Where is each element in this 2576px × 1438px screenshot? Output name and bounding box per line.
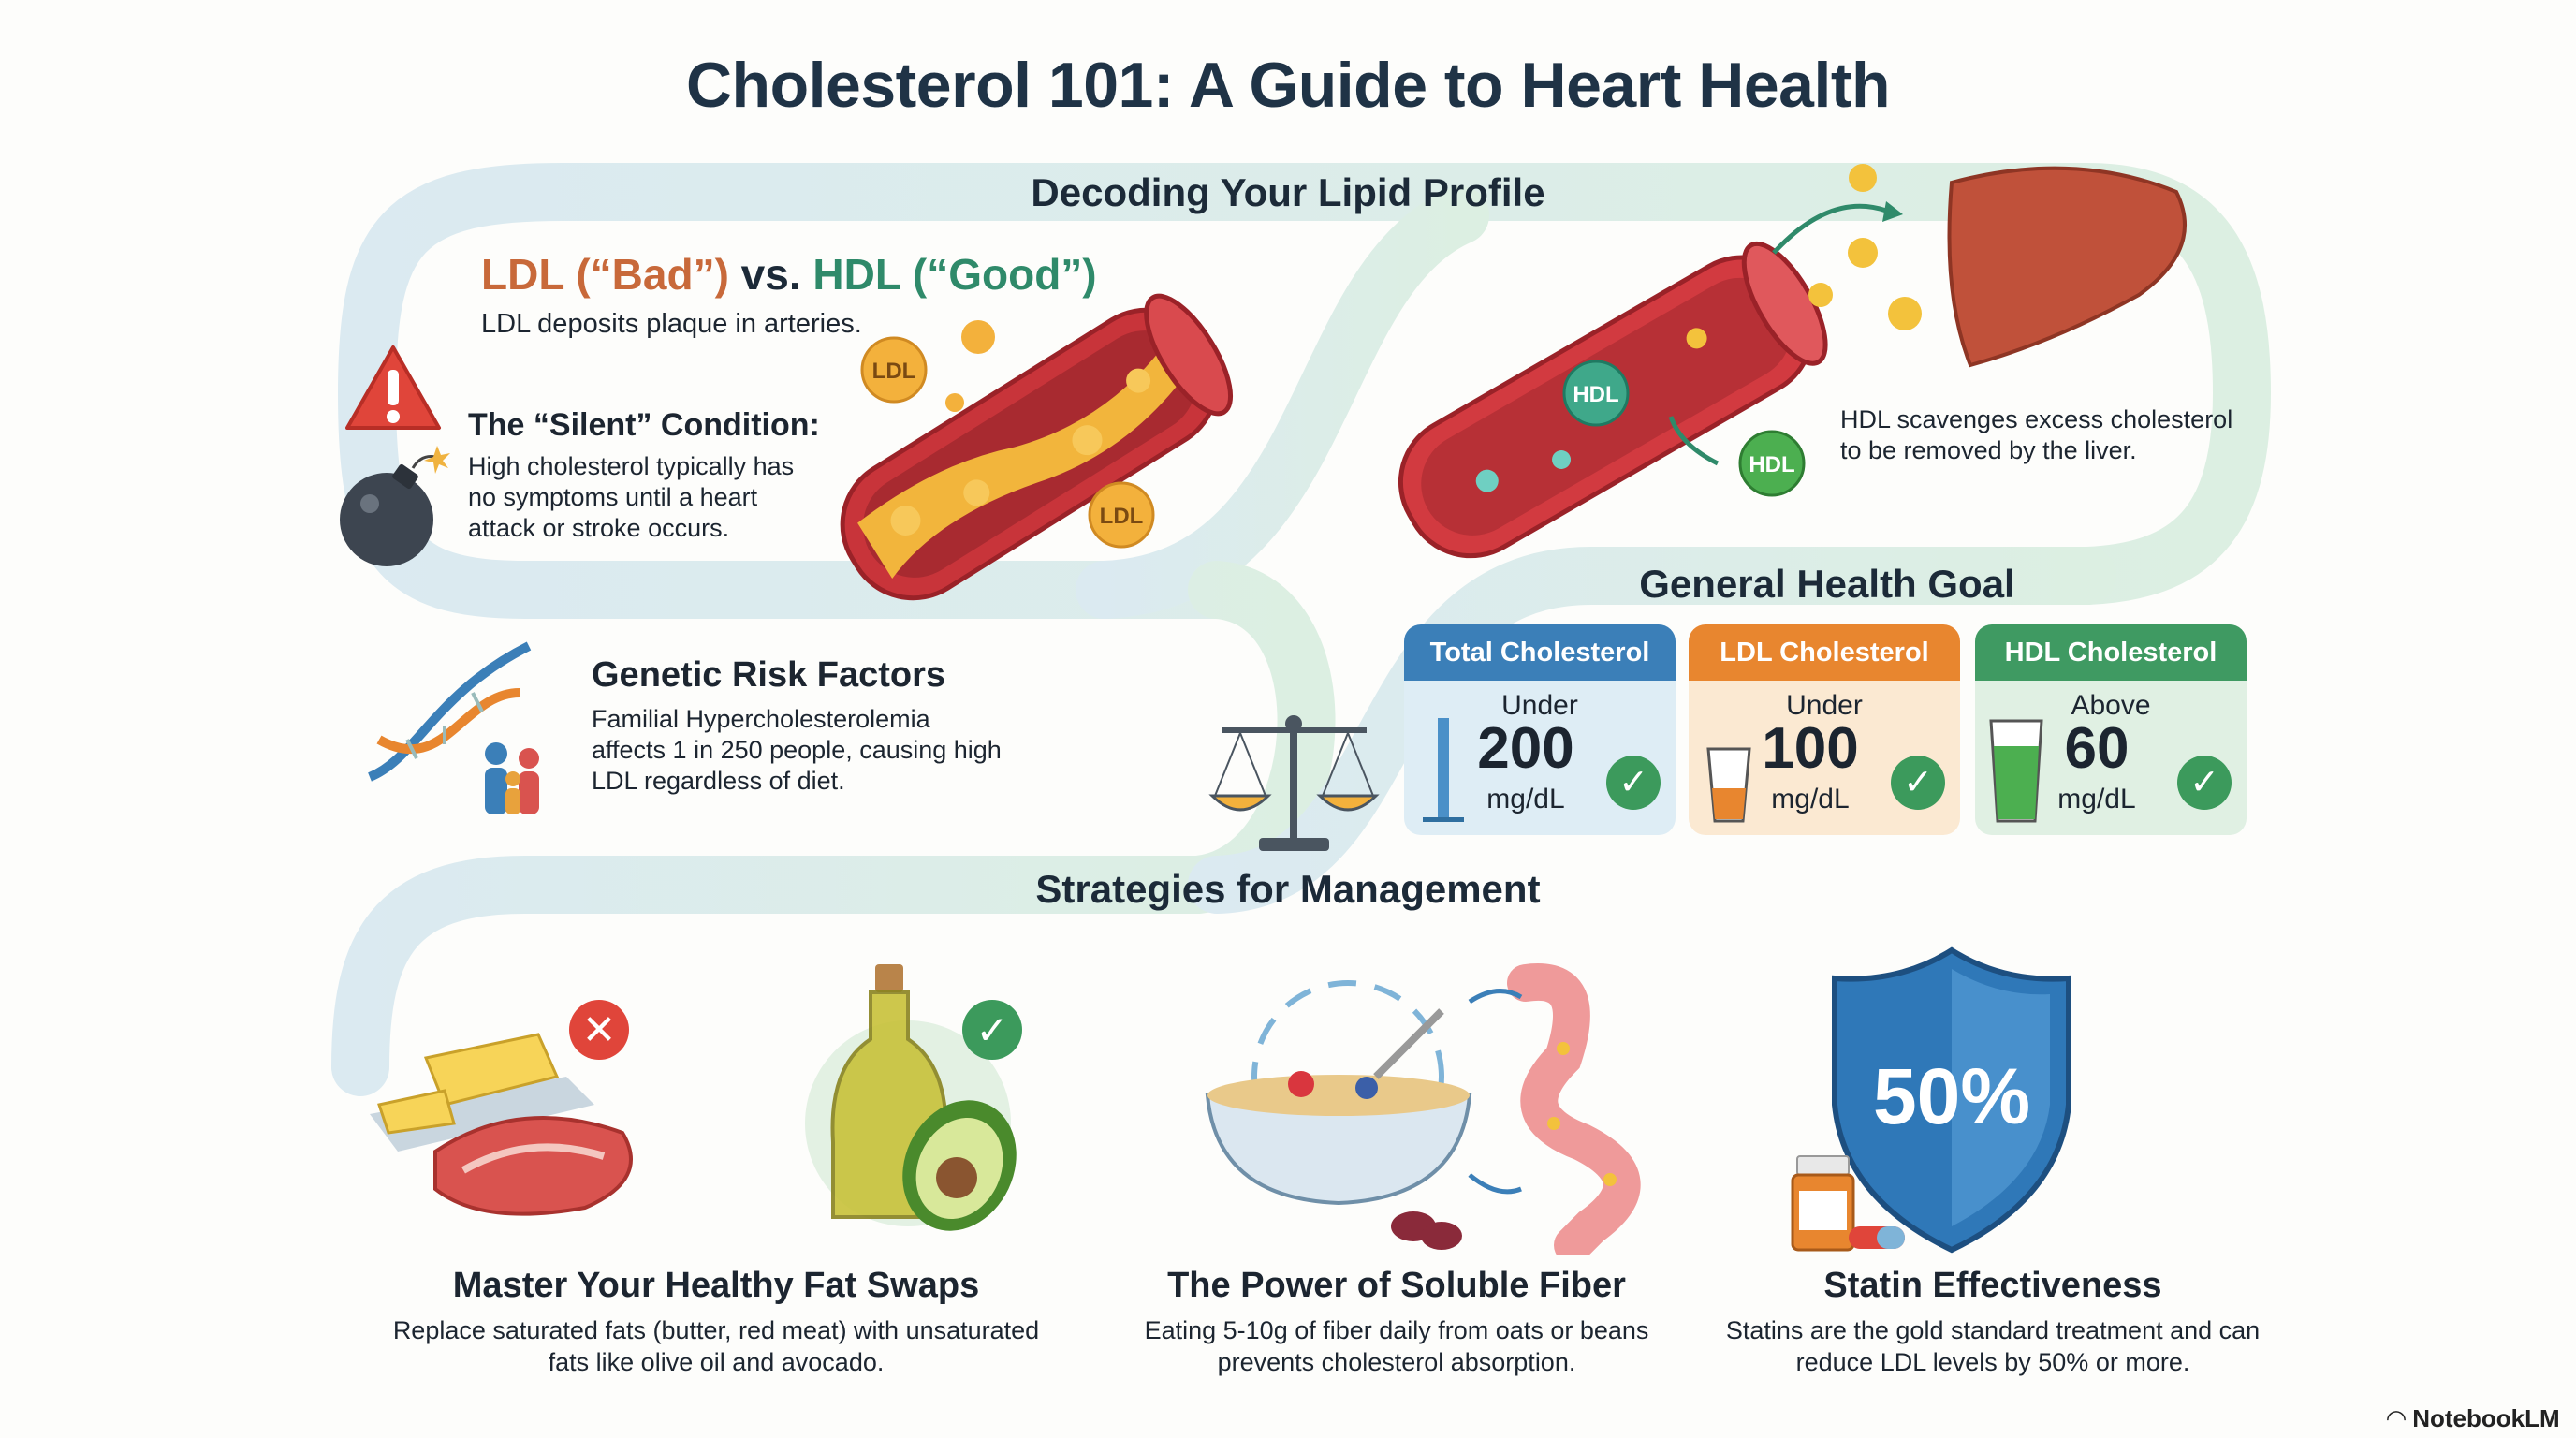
goal-value: 60 <box>2064 716 2130 781</box>
ldl-particle-label: LDL <box>872 359 916 384</box>
goal-card-hdl: HDL Cholesterol Above 60 mg/dL ✓ <box>1975 624 2247 835</box>
hdl-particle <box>1738 430 1806 497</box>
branding-text: NotebookLM <box>2412 1404 2560 1432</box>
pill-bottle-icon <box>1796 1155 1850 1176</box>
goal-qualifier: Under <box>1501 690 1578 721</box>
notebooklm-logo: ◠ NotebookLM <box>2387 1404 2560 1433</box>
vs-text: vs. <box>728 250 813 299</box>
goal-unit: mg/dL <box>1486 784 1565 814</box>
check-icon: ✓ <box>1891 756 1945 810</box>
goal-card-body: Under 200 mg/dL ✓ <box>1404 681 1676 835</box>
ldl-vs-hdl-heading: LDL (“Bad”) vs. HDL (“Good”) <box>481 249 1097 300</box>
section-title-health-goal: General Health Goal <box>1639 562 2015 606</box>
notebooklm-icon: ◠ <box>2387 1404 2413 1432</box>
hdl-artery-liver-illustration: HDL HDL <box>1398 164 2187 559</box>
liver-icon <box>1947 166 2187 368</box>
genetic-risk-heading: Genetic Risk Factors <box>592 655 946 695</box>
check-icon: ✓ <box>1606 756 1661 810</box>
bomb-icon <box>340 446 450 566</box>
goal-card-body: Under 100 mg/dL ✓ <box>1689 681 1960 835</box>
goal-unit: mg/dL <box>1771 784 1850 814</box>
glass-full-icon <box>1989 719 2043 823</box>
goal-value: 100 <box>1762 716 1859 781</box>
goal-card-header: Total Cholesterol <box>1404 624 1676 681</box>
check-icon: ✓ <box>2177 756 2232 810</box>
goal-value: 200 <box>1477 716 1574 781</box>
section-title-lipid-profile: Decoding Your Lipid Profile <box>1031 170 1545 214</box>
dna-family-icon <box>367 641 539 814</box>
goal-unit: mg/dL <box>2057 784 2136 814</box>
strategy-text-fiber: Eating 5-10g of fiber daily from oats or… <box>1144 1316 1649 1376</box>
butter-meat-icon: ✕ <box>370 1000 633 1216</box>
ldl-particle-label: LDL <box>1100 504 1144 529</box>
ldl-particle <box>860 336 928 404</box>
ldl-heading: LDL (“Bad”) <box>481 250 729 299</box>
goal-card-body: Above 60 mg/dL ✓ <box>1975 681 2247 835</box>
goal-card-total: Total Cholesterol Under 200 mg/dL ✓ <box>1404 624 1676 835</box>
silent-condition-text: High cholesterol typically has no sympto… <box>468 452 795 542</box>
svg-text:✓: ✓ <box>975 1007 1008 1053</box>
balance-scale-icon <box>1208 715 1380 851</box>
x-icon <box>569 1000 629 1060</box>
hdl-description: HDL scavenges excess cholesterol to be r… <box>1840 405 2233 464</box>
strategy-text-fat-swaps: Replace saturated fats (butter, red meat… <box>392 1316 1040 1376</box>
hdl-heading: HDL (“Good”) <box>812 250 1097 299</box>
glass-low-icon <box>1706 747 1751 823</box>
ldl-description: LDL deposits plaque in arteries. <box>481 309 862 339</box>
ldl-particle <box>1088 481 1155 549</box>
genetic-risk-text: Familial Hypercholesterolemia affects 1 … <box>592 705 1002 795</box>
page-title: Cholesterol 101: A Guide to Heart Health <box>685 50 1891 121</box>
svg-text:✕: ✕ <box>582 1006 617 1054</box>
artery-plaque-illustration: LDL LDL <box>840 293 1234 601</box>
silent-condition-heading: The “Silent” Condition: <box>468 407 820 443</box>
strategy-heading-fiber: The Power of Soluble Fiber <box>1167 1266 1626 1305</box>
goal-qualifier: Under <box>1786 690 1863 721</box>
thermometer-gauge-icon <box>1423 718 1464 822</box>
statin-badge: 50% <box>1873 1052 2030 1140</box>
goal-card-header: LDL Cholesterol <box>1689 624 1960 681</box>
oats-digestion-icon <box>1205 963 1641 1255</box>
olive-oil-avocado-icon: ✓ <box>805 964 1022 1231</box>
section-title-strategies: Strategies for Management <box>1035 867 1541 911</box>
hdl-particle-label: HDL <box>1749 452 1794 477</box>
warning-icon <box>345 345 441 430</box>
hdl-particle-label: HDL <box>1573 382 1618 407</box>
goal-card-ldl: LDL Cholesterol Under 100 mg/dL ✓ <box>1689 624 1960 835</box>
goal-card-header: HDL Cholesterol <box>1975 624 2247 681</box>
strategy-heading-statins: Statin Effectiveness <box>1823 1266 2162 1305</box>
statin-shield-icon: 50% <box>1791 946 2071 1254</box>
strategy-heading-fat-swaps: Master Your Healthy Fat Swaps <box>452 1266 980 1305</box>
hdl-particle <box>1562 360 1630 427</box>
goal-qualifier: Above <box>2071 690 2151 721</box>
check-icon <box>962 1000 1022 1060</box>
strategy-text-statins: Statins are the gold standard treatment … <box>1725 1316 2261 1376</box>
